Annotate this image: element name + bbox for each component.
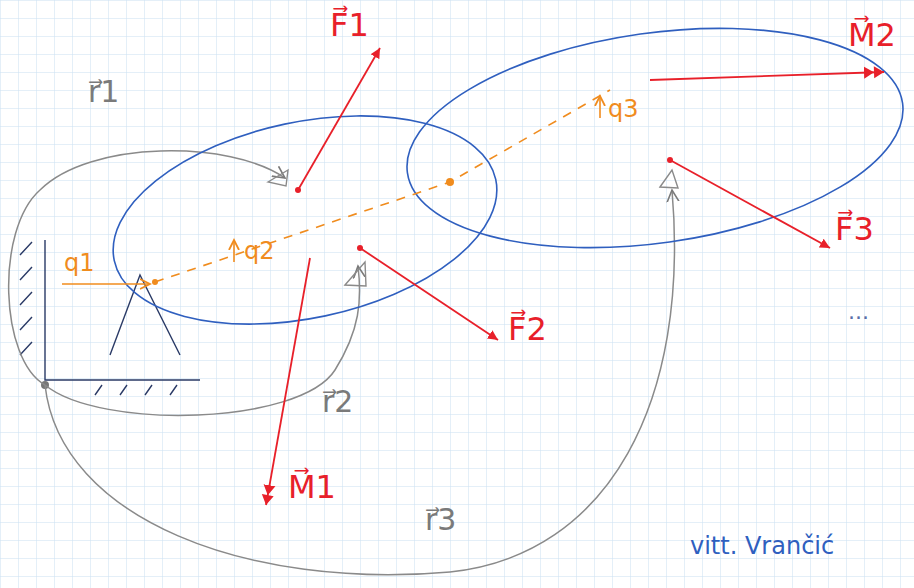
- force-label: F⃗3: [835, 212, 874, 247]
- signature: vitt. Vrančić: [690, 533, 834, 559]
- position-vectors: [9, 151, 675, 575]
- joint-point: [152, 279, 158, 285]
- force-label: F⃗1: [330, 8, 369, 43]
- vector-label: r⃗2: [322, 385, 353, 418]
- moment-label: M⃗1: [288, 470, 336, 505]
- load-points: [295, 157, 673, 251]
- joint-variable: q1: [64, 250, 95, 276]
- continuation-mark: ...: [848, 300, 869, 324]
- joint-variable: q2: [244, 238, 275, 264]
- loads: [266, 48, 884, 505]
- joint-markers: [268, 170, 678, 286]
- joint-variable: q3: [608, 96, 639, 122]
- moment-label: M⃗2: [848, 18, 896, 53]
- vector-label: r⃗1: [88, 75, 119, 108]
- joint-point: [446, 178, 454, 186]
- vector-label: r⃗3: [425, 503, 456, 536]
- links: [94, 0, 914, 356]
- force-label: F⃗2: [508, 312, 547, 347]
- fixed-base: [20, 240, 200, 395]
- joint-axes: [62, 90, 610, 284]
